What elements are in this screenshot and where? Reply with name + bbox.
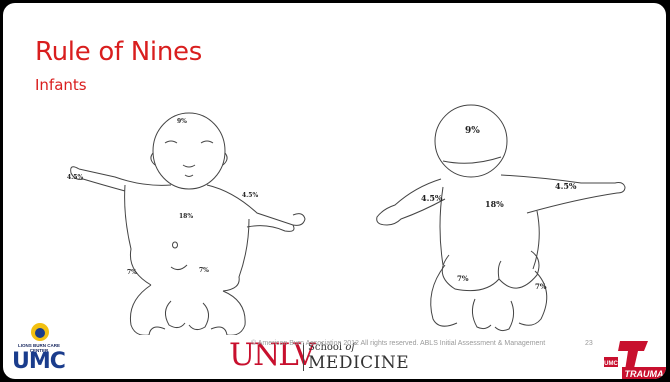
slide-subtitle: Infants	[35, 76, 87, 94]
slide-title: Rule of Nines	[35, 37, 202, 67]
back-label-head: 9%	[465, 126, 480, 136]
umc-wordmark: UMC	[12, 349, 65, 374]
medicine-text: MEDICINE	[308, 353, 409, 373]
slide: Rule of Nines Infants	[3, 3, 666, 379]
front-label-left-leg: 7%	[199, 267, 209, 274]
front-label-left-arm: 4.5%	[242, 192, 258, 199]
front-label-trunk: 18%	[179, 213, 193, 220]
front-label-head: 9%	[177, 118, 187, 125]
back-label-right-arm: 4.5%	[555, 181, 577, 191]
infant-back-figure: 9% 4.5% 4.5% 18% 7% 7%	[365, 103, 635, 335]
back-label-trunk: 18%	[485, 199, 504, 209]
back-label-right-leg: 7%	[535, 282, 547, 291]
copyright-footer: © American Burn Association 2012 All rig…	[251, 340, 545, 347]
lion-icon	[29, 321, 51, 343]
logo-divider	[303, 343, 304, 371]
front-label-right-leg: 7%	[127, 269, 137, 276]
svg-text:TRAUMA: TRAUMA	[625, 369, 664, 379]
back-label-left-leg: 7%	[457, 274, 469, 283]
svg-text:UMC: UMC	[604, 361, 618, 367]
umc-burn-center-logo: LIONS BURN CARE CENTER UMC	[9, 321, 69, 377]
umc-trauma-logo: UMC TRAUMA	[600, 337, 666, 379]
infant-front-figure: 9% 4.5% 4.5% 18% 7% 7%	[53, 103, 323, 335]
back-label-left-arm: 4.5%	[421, 193, 443, 203]
front-label-right-arm: 4.5%	[67, 174, 83, 181]
page-number: 23	[585, 340, 593, 347]
